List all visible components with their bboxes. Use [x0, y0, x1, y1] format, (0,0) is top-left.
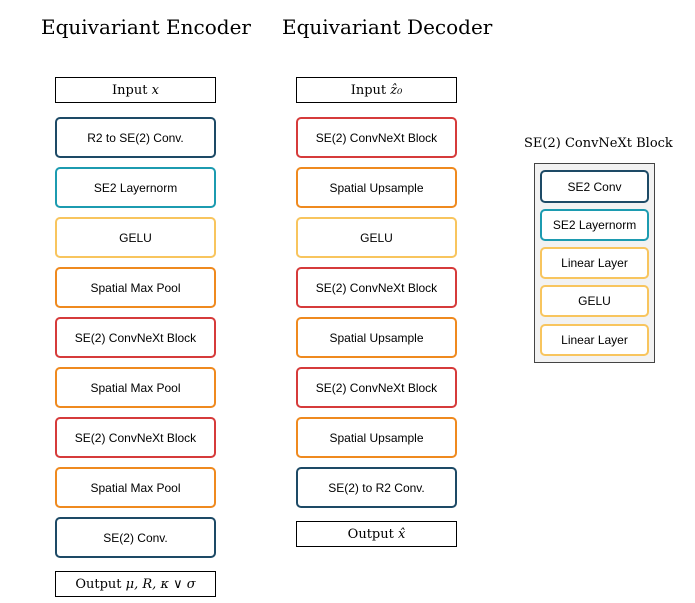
encoder-output-symbol: μ, R, κ ∨ σ — [125, 576, 196, 592]
encoder-block: Spatial Max Pool — [55, 367, 216, 408]
encoder-block-label: GELU — [119, 230, 152, 245]
decoder-block-label: Spatial Upsample — [329, 430, 424, 445]
decoder-input-text: Input — [350, 82, 391, 98]
encoder-block: SE(2) Conv. — [55, 517, 216, 558]
convnext-block-label: Linear Layer — [561, 256, 628, 270]
encoder-block-label: Spatial Max Pool — [90, 380, 181, 395]
decoder-block: SE(2) ConvNeXt Block — [296, 117, 457, 158]
decoder-block-label: SE(2) to R2 Conv. — [328, 480, 425, 495]
convnext-block: SE2 Layernorm — [540, 209, 649, 241]
decoder-block-label: GELU — [360, 230, 393, 245]
decoder-input: Input ẑ₀ — [296, 77, 457, 103]
decoder-output-symbol: x̂ — [397, 526, 406, 542]
convnext-block-label: Linear Layer — [561, 333, 628, 347]
encoder-block-label: R2 to SE(2) Conv. — [87, 130, 184, 145]
convnext-block-label: GELU — [578, 294, 611, 308]
decoder-block: Spatial Upsample — [296, 317, 457, 358]
encoder-block-label: Spatial Max Pool — [90, 280, 181, 295]
encoder-block-label: SE(2) ConvNeXt Block — [74, 430, 197, 445]
encoder-block: SE(2) ConvNeXt Block — [55, 417, 216, 458]
convnext-block: Linear Layer — [540, 247, 649, 279]
encoder-input-symbol: x — [151, 82, 159, 98]
encoder-input: Input x — [55, 77, 216, 103]
convnext-block-label: SE2 Conv — [567, 179, 622, 194]
encoder-block: SE(2) ConvNeXt Block — [55, 317, 216, 358]
decoder-output-text: Output — [347, 526, 398, 542]
encoder-output-text: Output — [75, 576, 126, 592]
decoder-block: GELU — [296, 217, 457, 258]
encoder-input-text: Input — [112, 82, 152, 98]
decoder-block-label: Spatial Upsample — [329, 180, 424, 195]
convnext-block: SE2 Conv — [540, 170, 649, 203]
encoder-block: SE2 Layernorm — [55, 167, 216, 208]
encoder-block-label: Spatial Max Pool — [90, 480, 181, 495]
encoder-block: R2 to SE(2) Conv. — [55, 117, 216, 158]
convnext-block-label: SE2 Layernorm — [552, 218, 637, 232]
decoder-input-symbol: ẑ₀ — [390, 82, 403, 98]
decoder-output: Output x̂ — [296, 521, 457, 547]
convnext-title: SE(2) ConvNeXt Block — [524, 136, 673, 151]
encoder-block: GELU — [55, 217, 216, 258]
convnext-block: GELU — [540, 285, 649, 317]
encoder-block-label: SE2 Layernorm — [93, 180, 178, 195]
encoder-block-label: SE(2) Conv. — [103, 530, 168, 545]
encoder-block: Spatial Max Pool — [55, 267, 216, 308]
decoder-title: Equivariant Decoder — [282, 15, 493, 39]
encoder-title: Equivariant Encoder — [41, 15, 251, 39]
encoder-block-label: SE(2) ConvNeXt Block — [74, 330, 197, 345]
decoder-block: Spatial Upsample — [296, 167, 457, 208]
decoder-block-label: SE(2) ConvNeXt Block — [315, 280, 438, 295]
decoder-block-label: SE(2) ConvNeXt Block — [315, 130, 438, 145]
encoder-output: Output μ, R, κ ∨ σ — [55, 571, 216, 597]
decoder-block: SE(2) ConvNeXt Block — [296, 267, 457, 308]
decoder-block: Spatial Upsample — [296, 417, 457, 458]
decoder-block-label: SE(2) ConvNeXt Block — [315, 380, 438, 395]
decoder-block: SE(2) to R2 Conv. — [296, 467, 457, 508]
decoder-block-label: Spatial Upsample — [329, 330, 424, 345]
encoder-block: Spatial Max Pool — [55, 467, 216, 508]
convnext-block: Linear Layer — [540, 324, 649, 356]
decoder-block: SE(2) ConvNeXt Block — [296, 367, 457, 408]
